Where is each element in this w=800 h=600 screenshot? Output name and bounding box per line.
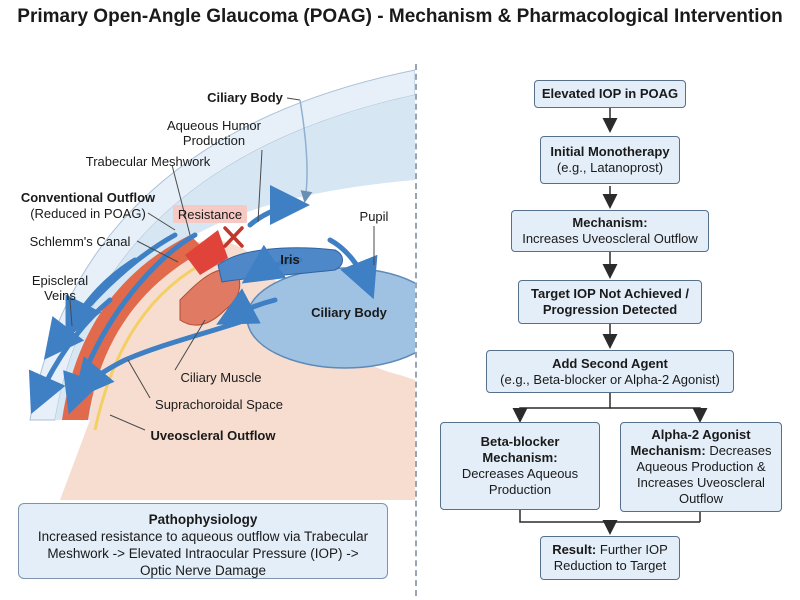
alpha-title2: Mechanism:: [630, 443, 706, 458]
pathophysiology-line1: Increased resistance to aqueous outflow …: [37, 529, 369, 544]
box-alpha2-agonist: Alpha-2 Agonist Mechanism: Decreases Aqu…: [620, 422, 782, 512]
label-ciliary-body-top: Ciliary Body: [207, 90, 284, 105]
box-beta-blocker: Beta-blocker Mechanism: Decreases Aqueou…: [440, 422, 600, 510]
box-add-second-agent: Add Second Agent (e.g., Beta-blocker or …: [486, 350, 734, 393]
result-inline: Further IOP: [599, 542, 668, 557]
label-ciliary-body-right: Ciliary Body: [311, 305, 388, 320]
label-trabecular-meshwork: Trabecular Meshwork: [86, 154, 211, 169]
result-title: Result:: [552, 542, 597, 557]
label-schlemms-canal: Schlemm's Canal: [30, 234, 131, 249]
target-line1: Target IOP Not Achieved /: [531, 286, 689, 301]
pathophysiology-box: Pathophysiology Increased resistance to …: [18, 503, 388, 579]
label-episcleral-line1: Episcleral: [32, 273, 88, 288]
beta-sub2: Production: [488, 482, 552, 497]
beta-title2: Mechanism:: [482, 450, 558, 465]
aqueous-flow-arrows: [28, 185, 378, 415]
add-agent-title: Add Second Agent: [552, 355, 668, 371]
leader-lines: [69, 97, 375, 431]
label-episcleral-line2: Veins: [44, 288, 76, 303]
label-resistance: Resistance: [178, 207, 242, 222]
cornea-band: [55, 95, 415, 420]
panel-divider: [415, 64, 417, 596]
alpha-sub1: Aqueous Production &: [636, 459, 766, 474]
box-result: Result: Further IOP Reduction to Target: [540, 536, 680, 580]
target-line2: Progression Detected: [542, 302, 678, 317]
blocked-x-icon: [223, 226, 244, 248]
label-ciliary-muscle: Ciliary Muscle: [181, 370, 262, 385]
label-suprachoroidal-space: Suprachoroidal Space: [155, 397, 283, 412]
elevated-iop-text: Elevated IOP in POAG: [541, 86, 679, 101]
label-pupil: Pupil: [360, 209, 389, 224]
pathophysiology-title: Pathophysiology: [148, 512, 258, 527]
alpha-mech-inline: Decreases: [709, 443, 772, 458]
mechanism-title: Mechanism:: [572, 215, 648, 230]
pathophysiology-line2: Meshwork -> Elevated Intraocular Pressur…: [47, 546, 359, 561]
result-sub: Reduction to Target: [553, 558, 667, 573]
label-aqueous-line2: Production: [183, 133, 245, 148]
box-initial-monotherapy: Initial Monotherapy (e.g., Latanoprost): [540, 136, 680, 184]
alpha-sub2: Increases Uveoscleral: [637, 475, 765, 490]
alpha-title1: Alpha-2 Agonist: [651, 427, 751, 442]
resistance-highlight: [173, 205, 247, 223]
trabecular-meshwork-shape: [185, 230, 228, 275]
page-title: Primary Open-Angle Glaucoma (POAG) - Mec…: [17, 6, 783, 27]
monotherapy-sub: (e.g., Latanoprost): [556, 160, 664, 175]
pathophysiology-line3: Optic Nerve Damage: [139, 563, 267, 578]
box-elevated-iop: Elevated IOP in POAG: [534, 80, 686, 108]
beta-title1: Beta-blocker: [480, 434, 560, 449]
add-agent-sub: (e.g., Beta-blocker or Alpha-2 Agonist): [500, 371, 720, 387]
label-reduced-in-poag: (Reduced in POAG): [30, 206, 146, 221]
beta-sub1: Decreases Aqueous: [461, 466, 579, 481]
label-conventional-outflow: Conventional Outflow: [21, 190, 156, 205]
box-mechanism: Mechanism: Increases Uveoscleral Outflow: [511, 210, 709, 252]
label-uveoscleral-outflow: Uveoscleral Outflow: [151, 428, 277, 443]
label-iris: Iris: [280, 252, 300, 267]
choroid-region: [60, 240, 415, 500]
mechanism-sub: Increases Uveoscleral Outflow: [522, 231, 698, 246]
eye-anatomy-diagram: Ciliary Body Aqueous Humor Production Tr…: [21, 69, 415, 500]
box-target-not-achieved: Target IOP Not Achieved / Progression De…: [518, 280, 702, 324]
alpha-sub3: Outflow: [678, 491, 724, 506]
label-aqueous-line1: Aqueous Humor: [167, 118, 262, 133]
monotherapy-title: Initial Monotherapy: [550, 144, 670, 159]
